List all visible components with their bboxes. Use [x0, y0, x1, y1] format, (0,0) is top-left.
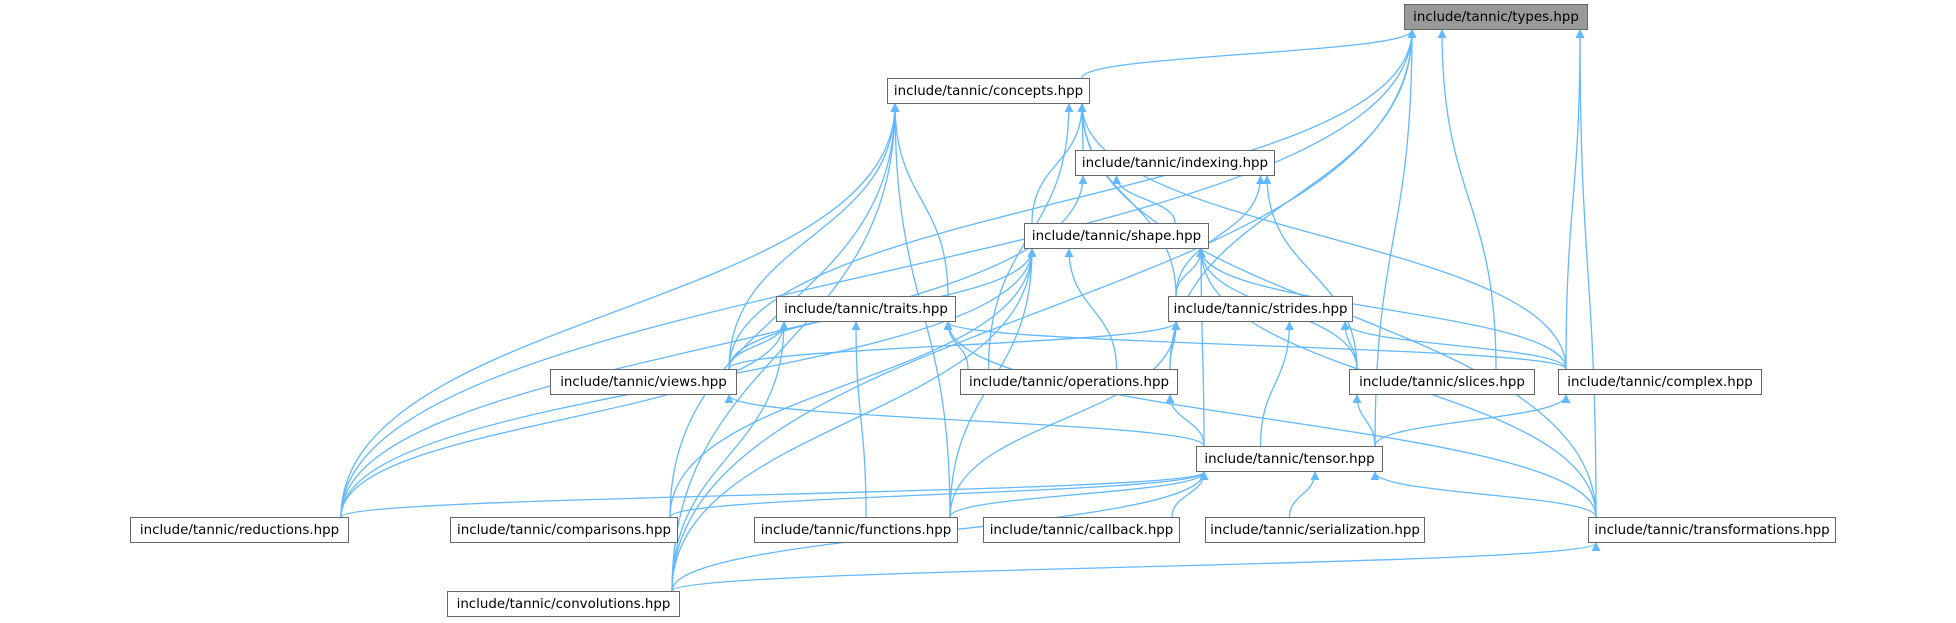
node-reductions-hpp[interactable]: include/tannic/reductions.hpp: [130, 517, 349, 543]
edge-tensor-transformations: [1370, 471, 1597, 518]
edge-strides-complex: [1340, 321, 1567, 370]
edge-types-slices: [1437, 29, 1497, 370]
edge-shape-operations: [1064, 248, 1118, 370]
edge-types-complex: [1565, 29, 1585, 370]
edge-shape-comparisons: [669, 248, 1037, 518]
edge-strides-views: [728, 321, 1181, 370]
node-indexing-hpp[interactable]: include/tannic/indexing.hpp: [1075, 150, 1275, 176]
edge-types-convolutions: [671, 29, 1417, 592]
node-callback-hpp[interactable]: include/tannic/callback.hpp: [983, 517, 1180, 543]
edge-traits-reductions: [340, 321, 789, 518]
edge-indexing-reductions: [340, 175, 1088, 518]
node-traits-hpp[interactable]: include/tannic/traits.hpp: [776, 296, 956, 322]
node-operations-hpp[interactable]: include/tannic/operations.hpp: [960, 369, 1178, 395]
edge-traits-views: [728, 321, 789, 370]
node-serialization-hpp[interactable]: include/tannic/serialization.hpp: [1205, 517, 1425, 543]
node-comparisons-hpp[interactable]: include/tannic/comparisons.hpp: [450, 517, 678, 543]
edge-traits-functions: [851, 321, 867, 518]
edge-types-concepts: [1081, 29, 1417, 79]
edge-operations-tensor: [1165, 394, 1205, 447]
edge-traits-transformations: [943, 321, 1597, 518]
edge-transformations-convolutions: [671, 542, 1601, 592]
edge-concepts-reductions: [340, 103, 900, 518]
node-transformations-hpp[interactable]: include/tannic/transformations.hpp: [1588, 517, 1836, 543]
edge-views-tensor: [724, 394, 1205, 447]
edge-shape-convolutions: [671, 248, 1037, 592]
edge-concepts-convolutions: [671, 103, 900, 592]
edge-tensor-comparisons: [669, 471, 1209, 518]
node-views-hpp[interactable]: include/tannic/views.hpp: [550, 369, 737, 395]
edge-tensor-reductions: [340, 471, 1209, 518]
edge-types-reductions: [340, 29, 1417, 518]
edge-indexing-shape: [1111, 175, 1176, 224]
edge-shape-tensor: [1196, 248, 1206, 447]
edge-tensor-functions: [949, 471, 1209, 518]
node-convolutions-hpp[interactable]: include/tannic/convolutions.hpp: [447, 591, 680, 617]
edge-types-views: [728, 29, 1417, 370]
edge-tensor-serialization: [1288, 471, 1320, 518]
node-complex-hpp[interactable]: include/tannic/complex.hpp: [1558, 369, 1762, 395]
node-concepts-hpp[interactable]: include/tannic/concepts.hpp: [887, 78, 1090, 104]
edge-strides-functions: [949, 321, 1181, 518]
edge-complex-tensor: [1374, 394, 1571, 447]
edge-concepts-traits: [890, 103, 949, 297]
edge-concepts-views: [728, 103, 900, 370]
edge-traits-complex: [943, 321, 1567, 370]
edge-traits-convolutions: [671, 321, 789, 592]
node-shape-hpp[interactable]: include/tannic/shape.hpp: [1024, 223, 1209, 249]
edge-slices-tensor: [1352, 394, 1376, 447]
edge-strides-tensor: [1259, 321, 1295, 447]
node-slices-hpp[interactable]: include/tannic/slices.hpp: [1349, 369, 1535, 395]
edge-indexing-strides: [1175, 175, 1266, 297]
edge-shape-complex: [1196, 248, 1567, 370]
node-tensor-hpp[interactable]: include/tannic/tensor.hpp: [1196, 446, 1383, 472]
edge-indexing-slices: [1262, 175, 1358, 370]
edge-types-transformations: [1575, 29, 1597, 518]
node-functions-hpp[interactable]: include/tannic/functions.hpp: [754, 517, 958, 543]
edge-concepts-shape: [1031, 103, 1087, 224]
node-strides-hpp[interactable]: include/tannic/strides.hpp: [1168, 296, 1353, 322]
node-types-hpp: include/tannic/types.hpp: [1404, 4, 1588, 30]
